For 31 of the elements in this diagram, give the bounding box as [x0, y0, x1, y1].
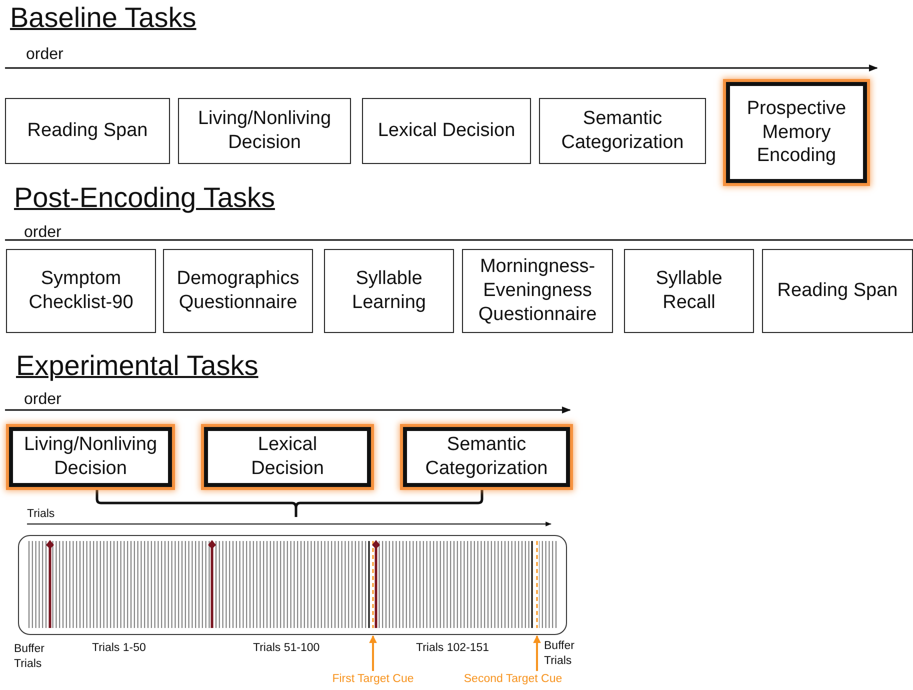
cue-label: First Target Cue — [328, 672, 418, 687]
segment-label: Trials 51-100 — [253, 641, 320, 656]
section-heading: Experimental Tasks — [16, 350, 258, 382]
axis-label: Trials — [27, 507, 55, 522]
axis-label: order — [24, 391, 62, 409]
axis-label: order — [24, 224, 62, 242]
highlighted-task-box: Living/Nonliving Decision — [9, 427, 172, 487]
leader-arrow — [369, 635, 377, 671]
highlighted-task-box: Lexical Decision — [204, 427, 371, 487]
trial-sequence-bar — [18, 535, 567, 635]
highlighted-task-box: Semantic Categorization — [403, 427, 570, 487]
cue-label: Second Target Cue — [459, 672, 567, 687]
leader-arrow — [533, 635, 541, 671]
section-heading: Post-Encoding Tasks — [14, 182, 275, 214]
segment-label: Buffer Trials — [14, 642, 46, 672]
task-box: Syllable Learning — [324, 249, 454, 333]
axis-label: order — [26, 46, 64, 64]
highlighted-task-box: Prospective Memory Encoding — [726, 82, 867, 183]
task-box: Reading Span — [762, 249, 913, 333]
segment-label: Trials 1-50 — [92, 641, 146, 656]
segment-label: Trials 102-151 — [416, 641, 490, 656]
task-box: Syllable Recall — [624, 249, 754, 333]
task-box: Living/Nonliving Decision — [178, 98, 351, 164]
task-box: Morningness-Eveningness Questionnaire — [462, 249, 613, 333]
task-box: Semantic Categorization — [539, 98, 706, 164]
section-heading: Baseline Tasks — [10, 2, 196, 34]
task-box: Symptom Checklist-90 — [6, 249, 156, 333]
task-box: Reading Span — [5, 98, 170, 164]
task-box: Lexical Decision — [362, 98, 531, 164]
segment-label: Buffer Trials — [544, 639, 576, 669]
task-box: Demographics Questionnaire — [163, 249, 313, 333]
